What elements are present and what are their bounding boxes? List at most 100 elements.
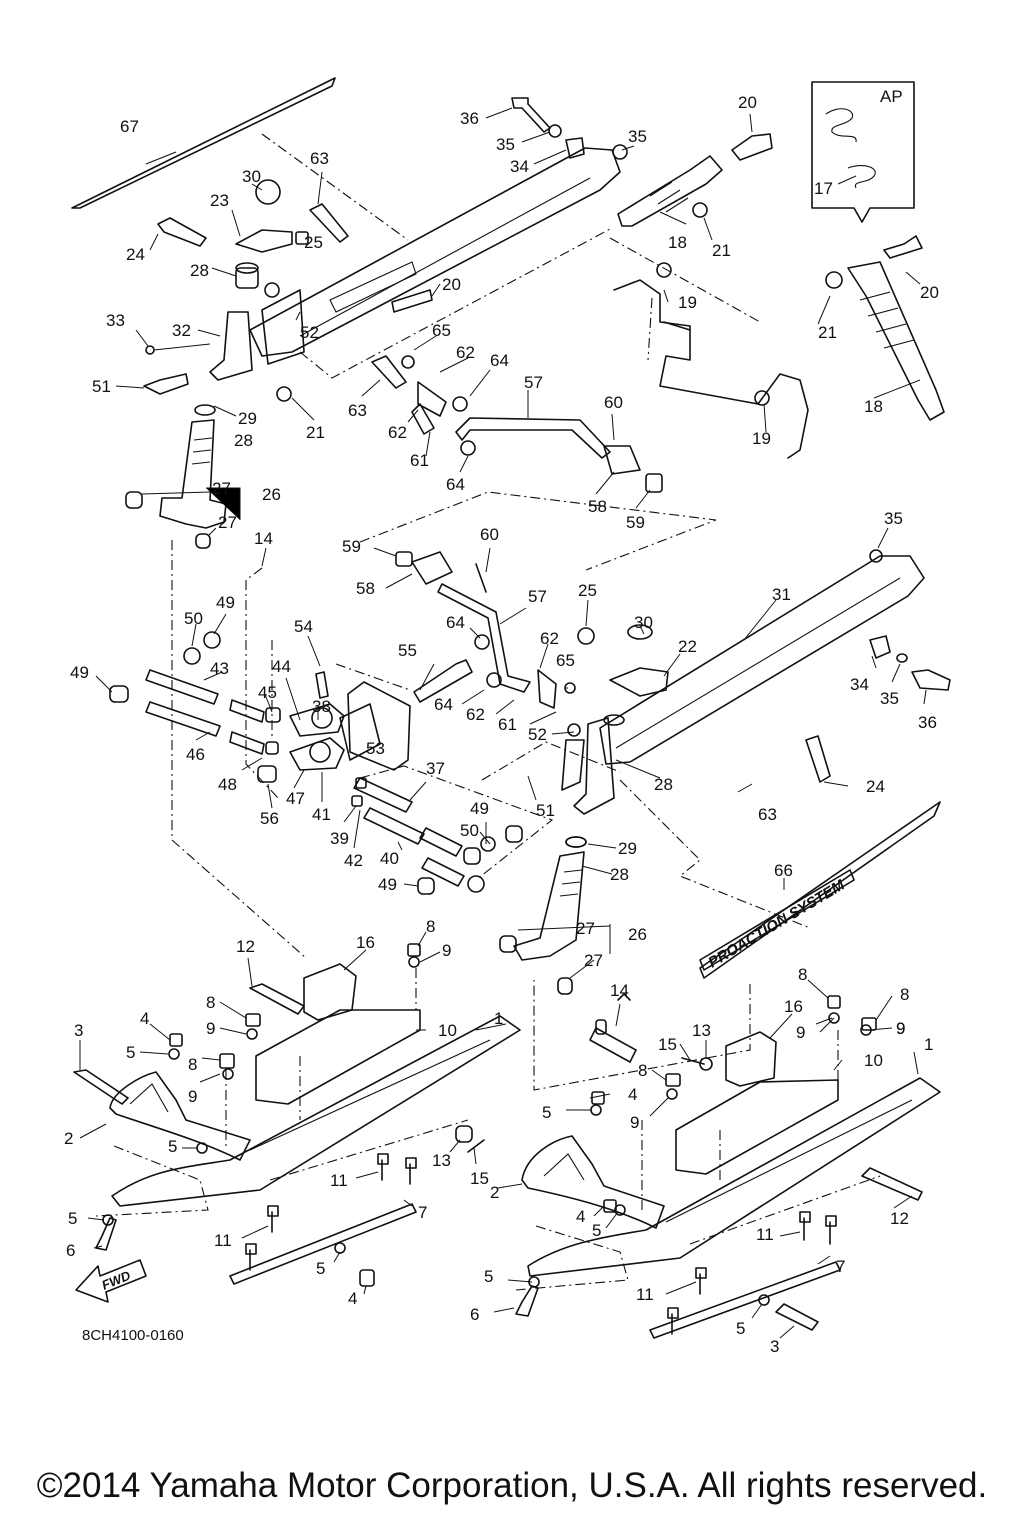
callout-24: 24 <box>126 245 145 264</box>
callout-7: 7 <box>836 1257 845 1276</box>
callout-20: 20 <box>442 275 461 294</box>
callout-4: 4 <box>628 1085 637 1104</box>
washer-35 <box>548 124 562 138</box>
callout-41: 41 <box>312 805 331 824</box>
callout-3: 3 <box>770 1337 779 1356</box>
bolt-51-top <box>143 373 189 395</box>
detail-box-ap <box>811 81 915 223</box>
callout-37: 37 <box>426 759 445 778</box>
callout-45: 45 <box>258 683 277 702</box>
runner-left <box>229 1203 417 1285</box>
callout-40: 40 <box>380 849 399 868</box>
fwd-label: FWD <box>100 1268 134 1293</box>
callout-9: 9 <box>796 1023 805 1042</box>
callout-54: 54 <box>294 617 313 636</box>
callout-20: 20 <box>920 283 939 302</box>
callout-15: 15 <box>470 1169 489 1188</box>
callout-11: 11 <box>214 1231 232 1250</box>
runner-right <box>649 1261 841 1339</box>
callout-47: 47 <box>286 789 305 808</box>
callout-8: 8 <box>798 965 807 984</box>
bolt-3-right <box>775 1303 819 1331</box>
callout-25: 25 <box>304 233 323 252</box>
bolt-24-right <box>805 735 831 783</box>
damper-16-right <box>725 1031 777 1087</box>
bushing-13-left <box>455 1125 473 1143</box>
callout-8: 8 <box>638 1061 647 1080</box>
callout-11: 11 <box>330 1171 348 1190</box>
parts-diagram: PROACTION SYSTEM FWD <box>64 77 951 1356</box>
callout-5: 5 <box>592 1221 601 1240</box>
callout-4: 4 <box>576 1207 585 1226</box>
fwd-arrow-icon: FWD <box>75 1259 147 1303</box>
cap-30-right <box>627 624 653 640</box>
callout-57: 57 <box>528 587 547 606</box>
bolt-24-top <box>157 217 207 247</box>
callout-50: 50 <box>460 821 479 840</box>
callout-62: 62 <box>540 629 559 648</box>
callout-26: 26 <box>628 925 647 944</box>
callout-35: 35 <box>880 689 899 708</box>
callout-34: 34 <box>850 675 869 694</box>
bracket-22 <box>609 667 669 697</box>
callout-51: 51 <box>92 377 111 396</box>
callout-36: 36 <box>460 109 479 128</box>
callout-labels: 67 36 35 34 35 20 63 30 23 25 24 28 18 2… <box>64 93 939 1356</box>
bolt-63-top <box>309 203 349 243</box>
callout-18: 18 <box>864 397 883 416</box>
callout-12: 12 <box>236 937 255 956</box>
copyright-notice: ©2014 Yamaha Motor Corporation, U.S.A. A… <box>36 1466 988 1505</box>
callout-39: 39 <box>330 829 349 848</box>
callout-7: 7 <box>418 1203 427 1222</box>
callout-1: 1 <box>494 1009 503 1028</box>
callout-28: 28 <box>610 865 629 884</box>
cap-30-top <box>255 179 281 205</box>
bolt-20-right <box>883 235 923 259</box>
callout-52: 52 <box>528 725 547 744</box>
bolt-12-right <box>861 1167 923 1201</box>
callout-31: 31 <box>772 585 791 604</box>
callout-59: 59 <box>342 537 361 556</box>
ski-loop-right <box>521 1135 665 1229</box>
callout-11: 11 <box>636 1285 654 1304</box>
shock-absorber-center <box>617 155 723 227</box>
decal-66 <box>699 801 941 979</box>
callout-9: 9 <box>630 1113 639 1132</box>
callout-52: 52 <box>300 323 319 342</box>
callout-58: 58 <box>588 497 607 516</box>
saddle-left <box>255 1009 421 1105</box>
callout-57: 57 <box>524 373 543 392</box>
callout-63: 63 <box>310 149 329 168</box>
bolt-12-left <box>249 983 305 1015</box>
callout-64: 64 <box>490 351 509 370</box>
bolt-36 <box>511 97 551 133</box>
callout-49: 49 <box>470 799 489 818</box>
callout-35: 35 <box>628 127 647 146</box>
callout-51: 51 <box>536 801 555 820</box>
spindle-26-right <box>513 851 585 961</box>
callout-59: 59 <box>626 513 645 532</box>
steering-column-right <box>573 717 615 815</box>
callout-64: 64 <box>446 613 465 632</box>
callout-8: 8 <box>900 985 909 1004</box>
callout-49: 49 <box>70 663 89 682</box>
callout-48: 48 <box>218 775 237 794</box>
ski-left <box>111 1015 521 1207</box>
callout-21: 21 <box>712 241 731 260</box>
callout-13: 13 <box>432 1151 451 1170</box>
callout-25: 25 <box>578 581 597 600</box>
callout-55: 55 <box>398 641 417 660</box>
callout-13: 13 <box>692 1021 711 1040</box>
callout-12: 12 <box>890 1209 909 1228</box>
callout-2: 2 <box>64 1129 73 1148</box>
callout-27: 27 <box>218 513 237 532</box>
callout-63: 63 <box>758 805 777 824</box>
callout-30: 30 <box>634 613 653 632</box>
callout-46: 46 <box>186 745 205 764</box>
callout-21: 21 <box>818 323 837 342</box>
frame-bracket-53 <box>347 681 411 771</box>
callout-26: 26 <box>262 485 281 504</box>
callout-5: 5 <box>316 1259 325 1278</box>
callout-30: 30 <box>242 167 261 186</box>
shaft-37 <box>353 777 413 813</box>
